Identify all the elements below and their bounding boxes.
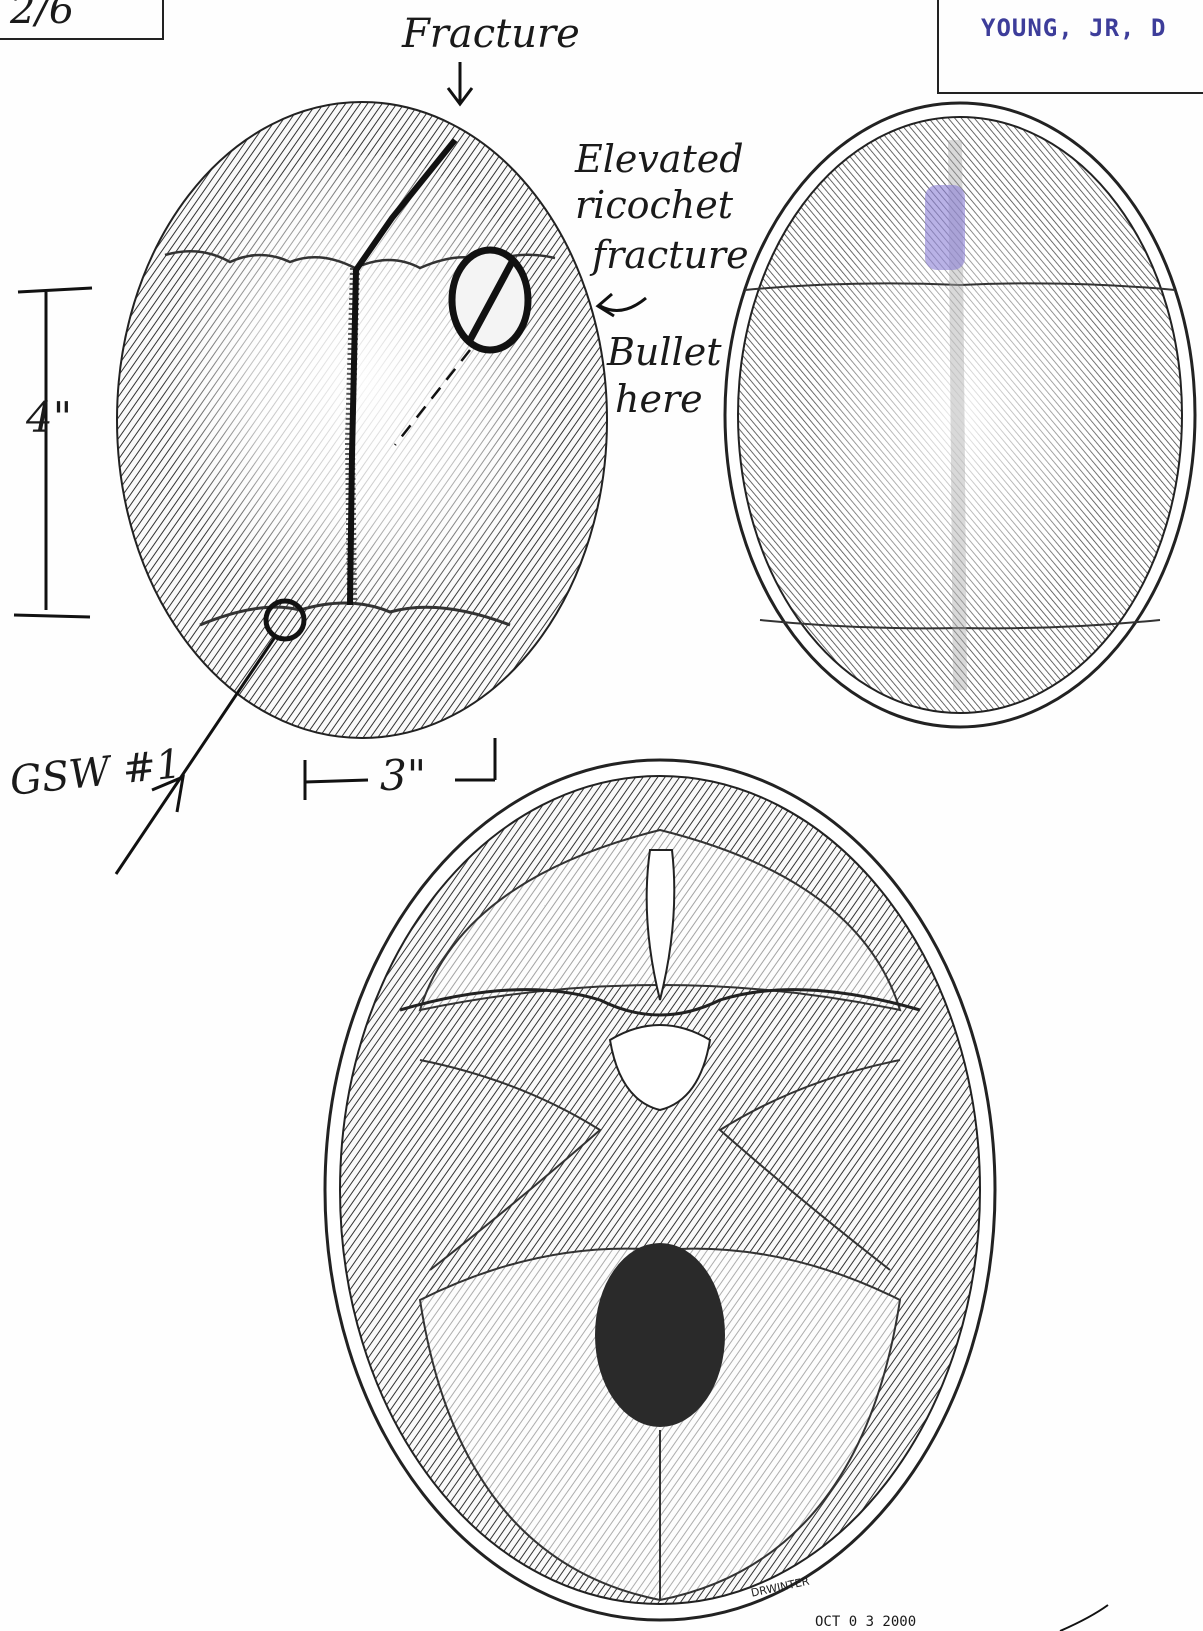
height-measure-label: 4" xyxy=(26,397,72,439)
footer-stamp: OCT 0 3 2000 xyxy=(815,1615,916,1629)
skull-base-view xyxy=(325,760,995,1620)
fracture-label: Fracture xyxy=(402,14,580,54)
width-measure-label: 3" xyxy=(380,755,426,797)
bottom-right-mark xyxy=(1060,1605,1108,1631)
ricochet-label: ricochet xyxy=(575,186,733,224)
skull-cap-interior-view xyxy=(725,103,1195,727)
bruise-mark xyxy=(925,185,965,270)
bullet-label: Bullet xyxy=(607,333,721,371)
elevated-label: Elevated xyxy=(575,140,744,178)
bullet-here-label: here xyxy=(615,380,703,418)
ricochet-fracture-label: fracture xyxy=(592,236,749,274)
skull-superior-view xyxy=(117,102,607,738)
foramen-magnum xyxy=(595,1243,725,1427)
